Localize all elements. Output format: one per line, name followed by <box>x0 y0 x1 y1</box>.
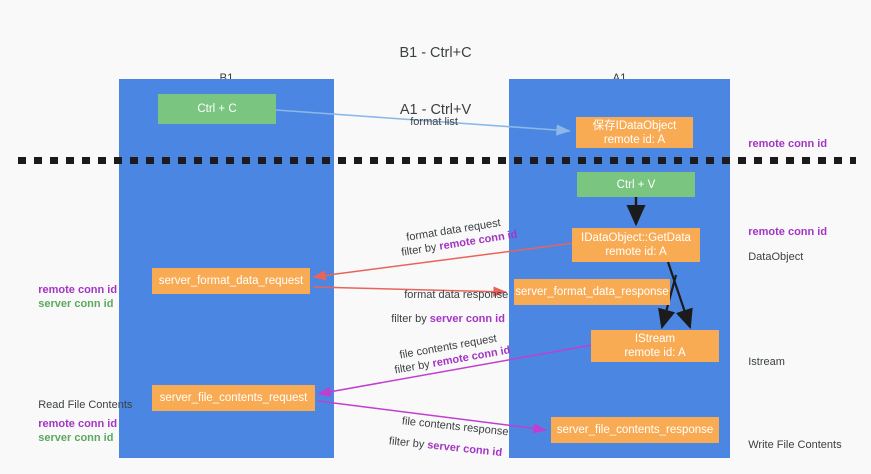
annotation-right-dataobject: DataObject <box>736 236 803 278</box>
node-server-format-data-request[interactable]: server_format_data_request <box>152 268 310 294</box>
annotation-right-istream-text: Istream <box>748 356 785 368</box>
node-ctrl-c[interactable]: Ctrl + C <box>158 94 276 124</box>
edge-label-format-list: format list <box>398 101 458 143</box>
edge-label-format-data-response-filter-key: server conn id <box>429 313 505 325</box>
annotation-left-remote-conn-id-2: remote conn id <box>26 403 117 445</box>
node-getdata-line1: IDataObject::GetData <box>581 232 691 244</box>
node-server-file-contents-request-label: server_file_contents_request <box>159 392 308 404</box>
node-ctrl-c-label: Ctrl + C <box>197 103 237 115</box>
edge-label-file-contents-response-filter-key: server conn id <box>426 439 503 460</box>
edge-label-format-data-request-filter-key: remote conn id <box>438 228 519 253</box>
node-save-idataobject-line1: 保存IDataObject <box>592 119 677 132</box>
annotation-right-istream: Istream <box>736 341 785 383</box>
annotation-left-server-conn-id-text: server conn id <box>38 298 114 310</box>
edge-label-file-contents-response-filter-prefix: filter by <box>388 435 428 452</box>
node-server-file-contents-response-label: server_file_contents_response <box>556 424 714 436</box>
edge-label-file-contents-request-filter-prefix: filter by <box>393 357 434 377</box>
title-line-1: B1 - Ctrl+C <box>399 45 472 61</box>
annotation-right-dataobject-text: DataObject <box>748 251 804 263</box>
edge-label-format-data-response-text: format data response <box>404 289 509 301</box>
node-server-file-contents-request[interactable]: server_file_contents_request <box>152 385 315 411</box>
annotation-left-remote-conn-id: remote conn id <box>26 269 117 311</box>
node-server-format-data-response[interactable]: server_format_data_response <box>514 279 670 305</box>
annotation-left-read-file-contents: Read File Contents <box>26 384 132 426</box>
node-idataobject-getdata[interactable]: IDataObject::GetData remote id: A <box>572 228 700 262</box>
annotation-right-write-file-contents-text: Write File Contents <box>748 439 842 451</box>
annotation-right-top-remote-conn-id-text: remote conn id <box>748 138 828 150</box>
annotation-left-server-conn-id: server conn id <box>26 283 113 325</box>
node-istream-line2: remote id: A <box>624 347 686 359</box>
annotation-left-remote-conn-id-text: remote conn id <box>38 284 118 296</box>
edge-label-format-data-response-filter-prefix: filter by <box>391 313 430 325</box>
annotation-right-mid-remote-conn-id-text: remote conn id <box>748 226 828 238</box>
annotation-right-top-remote-conn-id: remote conn id <box>736 123 827 165</box>
annotation-left-remote-conn-id-2-text: remote conn id <box>38 418 118 430</box>
node-server-format-data-request-label: server_format_data_request <box>158 275 304 287</box>
edge-label-file-contents-request-filter-key: remote conn id <box>431 344 512 370</box>
edge-label-format-data-response-filter: filter by server conn id <box>379 298 505 340</box>
edge-label-format-data-request-filter-prefix: filter by <box>400 240 441 259</box>
node-ctrl-v[interactable]: Ctrl + V <box>577 172 695 197</box>
node-ctrl-v-label: Ctrl + V <box>616 178 656 191</box>
annotation-left-read-file-contents-text: Read File Contents <box>38 399 133 411</box>
node-server-file-contents-response[interactable]: server_file_contents_response <box>551 417 719 443</box>
annotation-right-write-file-contents: Write File Contents <box>736 424 842 466</box>
node-istream-line1: IStream <box>634 333 676 345</box>
node-save-idataobject-line2: remote id: A <box>603 133 666 146</box>
annotation-left-server-conn-id-2: server conn id <box>26 417 113 459</box>
edge-label-format-data-response: format data response <box>392 274 508 316</box>
annotation-left-server-conn-id-2-text: server conn id <box>38 432 114 444</box>
edge-label-format-list-text: format list <box>410 116 458 128</box>
node-save-idataobject[interactable]: 保存IDataObject remote id: A <box>576 117 693 148</box>
node-istream[interactable]: IStream remote id: A <box>591 330 719 362</box>
annotation-right-mid-remote-conn-id: remote conn id <box>736 211 827 253</box>
node-server-format-data-response-label: server_format_data_response <box>515 286 669 298</box>
node-getdata-line2: remote id: A <box>605 246 667 258</box>
